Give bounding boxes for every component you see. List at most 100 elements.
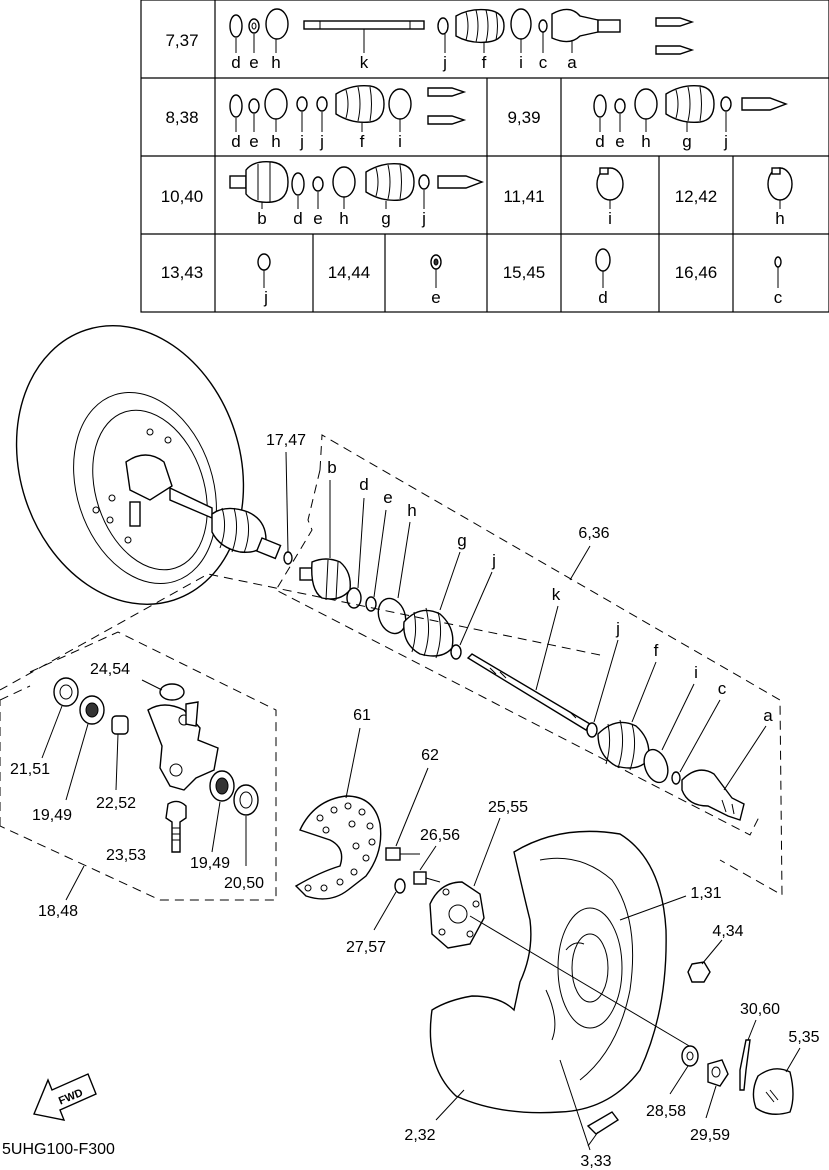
callout-j-right: j — [615, 619, 620, 638]
callout-b: b — [327, 458, 336, 477]
svg-text:h: h — [641, 132, 650, 151]
kit-12-42-part: h — [767, 167, 793, 228]
axle-cap — [752, 1068, 794, 1115]
oil-seal-right — [233, 784, 259, 816]
kit-10-40-parts — [229, 160, 484, 204]
wheel-hub — [429, 817, 501, 949]
wheel-rim-and-tire — [429, 830, 667, 1114]
kit-15-45-part: d — [595, 248, 611, 307]
assembly-axis — [469, 915, 697, 1051]
svg-text:e: e — [313, 209, 322, 228]
kit-16-46-part: c — [774, 256, 783, 307]
clamp-j — [450, 644, 462, 660]
svg-text:c: c — [539, 53, 548, 72]
svg-text:h: h — [271, 53, 280, 72]
parts-breakdown-table — [140, 0, 829, 313]
kit-8-38-letters: d e h j j f i — [231, 112, 402, 151]
plain-washer — [681, 1045, 699, 1067]
table-row-code: 12,42 — [675, 187, 718, 206]
drive-shaft-k — [466, 605, 591, 731]
kit-7-37-letters: d e h k j f i c a — [231, 29, 577, 72]
svg-text:j: j — [723, 132, 728, 151]
callout-j: j — [491, 551, 496, 570]
callout-f: f — [654, 641, 659, 660]
callout-c: c — [718, 679, 727, 698]
kit-14-44-part: e — [430, 254, 442, 307]
clamp-i — [643, 748, 669, 784]
svg-text:h: h — [271, 132, 280, 151]
clamp-h — [377, 597, 407, 635]
svg-text:e: e — [249, 132, 258, 151]
table-row-code: 14,44 — [328, 263, 371, 282]
oil-seal-outer — [53, 677, 79, 707]
callout-knuckle-group: 18,48 — [38, 903, 78, 920]
callout-collar: 22,52 — [96, 795, 136, 812]
callout-tire: 2,32 — [404, 1127, 435, 1144]
callout-bearing-left: 19,49 — [32, 807, 72, 824]
svg-text:e: e — [431, 288, 440, 307]
valve-stem — [586, 1111, 620, 1135]
svg-text:d: d — [293, 209, 302, 228]
cv-joint-a — [681, 725, 767, 821]
kit-11-41-part: i — [596, 167, 624, 228]
callout-ball-joint: 23,53 — [106, 847, 146, 864]
svg-text:j: j — [442, 53, 447, 72]
o-ring-d — [346, 587, 362, 609]
svg-text:f: f — [360, 132, 365, 151]
callout-hub: 25,55 — [488, 799, 528, 816]
kit-9-39-letters: d e h g j — [595, 112, 728, 151]
callout-axle-group: 6,36 — [578, 525, 609, 542]
table-row-code: 16,46 — [675, 263, 718, 282]
callout-disc: 61 — [353, 707, 371, 724]
circlip-part — [283, 451, 293, 565]
kit-10-40-letters: b d e h g j — [257, 190, 426, 228]
ring-c — [671, 771, 681, 785]
callout-a: a — [763, 706, 773, 725]
callout-hub-bolt: 26,56 — [420, 827, 460, 844]
clamp-j-right — [586, 722, 598, 738]
svg-text:k: k — [360, 53, 369, 72]
table-row-code: 11,41 — [503, 187, 544, 206]
svg-text:i: i — [398, 132, 402, 151]
callout-g: g — [457, 531, 466, 550]
svg-text:g: g — [381, 209, 390, 228]
callout-cap-nut: 5,35 — [788, 1029, 819, 1046]
callout-disc-bolt: 62 — [421, 747, 439, 764]
o-ring-hub — [394, 878, 406, 894]
svg-text:d: d — [598, 288, 607, 307]
callout-k: k — [552, 585, 561, 604]
brake-disc — [294, 727, 382, 900]
svg-text:f: f — [482, 53, 487, 72]
svg-text:i: i — [608, 209, 612, 228]
svg-text:h: h — [339, 209, 348, 228]
svg-text:d: d — [595, 132, 604, 151]
svg-text:b: b — [257, 209, 266, 228]
svg-text:e: e — [615, 132, 624, 151]
callout-d: d — [359, 475, 368, 494]
callout-cap: 24,54 — [90, 661, 130, 678]
knuckle-group-outline — [0, 573, 601, 901]
callout-valve: 3,33 — [580, 1153, 611, 1170]
callout-washer: 28,58 — [646, 1103, 686, 1120]
svg-text:j: j — [299, 132, 304, 151]
callout-seal-outer: 21,51 — [10, 761, 50, 778]
table-row-code: 10,40 — [161, 187, 204, 206]
hub-bolt — [413, 845, 441, 885]
callout-seal-right: 20,50 — [224, 875, 264, 892]
figure-code: 5UHG100-F300 — [2, 1141, 115, 1158]
svg-text:h: h — [775, 209, 784, 228]
callout-h: h — [407, 501, 416, 520]
callout-wheel: 1,31 — [690, 885, 721, 902]
svg-text:e: e — [249, 53, 258, 72]
callout-o-ring: 27,57 — [346, 939, 386, 956]
disc-bolt — [385, 767, 429, 861]
kit-7-37-parts — [229, 8, 695, 55]
kit-13-43-part: j — [257, 253, 271, 307]
table-row-code: 8,38 — [165, 108, 198, 127]
callout-nut: 4,34 — [712, 923, 743, 940]
wheel-nut — [687, 961, 711, 983]
table-row-code: 9,39 — [507, 108, 540, 127]
callout-bearing-right: 19,49 — [190, 855, 230, 872]
svg-text:i: i — [519, 53, 523, 72]
